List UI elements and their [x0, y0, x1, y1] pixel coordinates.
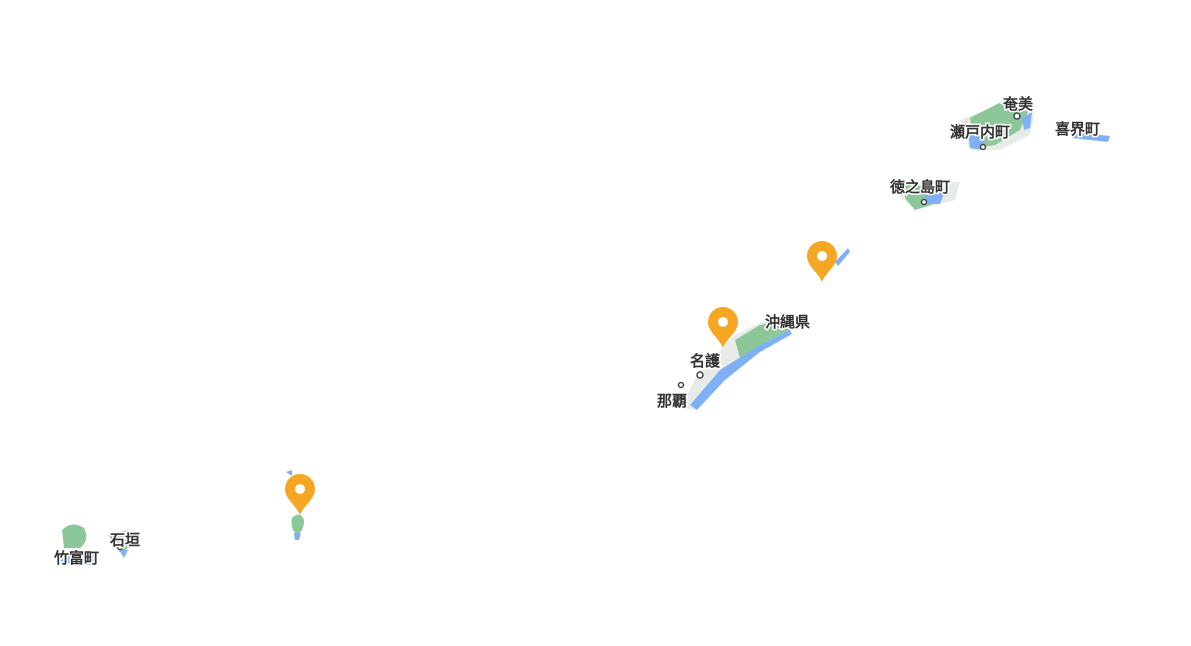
okinawa-island	[677, 248, 850, 410]
ishigaki-island	[108, 530, 135, 558]
label-setouchi: 瀬戸内町	[950, 123, 1010, 141]
label-tokunoshima: 徳之島町	[889, 178, 950, 196]
marker-2-icon[interactable]	[708, 307, 738, 348]
label-ishigaki: 石垣	[109, 531, 140, 549]
amami-island	[960, 100, 1035, 151]
marker-1-icon[interactable]	[807, 241, 837, 282]
label-okinawa: 沖縄県	[765, 313, 810, 331]
label-amami: 奄美	[1002, 95, 1034, 113]
iriomote-island	[55, 524, 95, 565]
label-naha: 那覇	[657, 392, 687, 410]
kikai-island	[1072, 132, 1110, 142]
miyako-island	[286, 470, 304, 540]
tokunoshima-island	[895, 180, 960, 210]
label-nago: 名護	[690, 352, 721, 370]
label-taketomi: 竹富町	[53, 549, 99, 567]
marker-3-icon[interactable]	[285, 474, 315, 515]
label-kikai: 喜界町	[1055, 120, 1100, 138]
